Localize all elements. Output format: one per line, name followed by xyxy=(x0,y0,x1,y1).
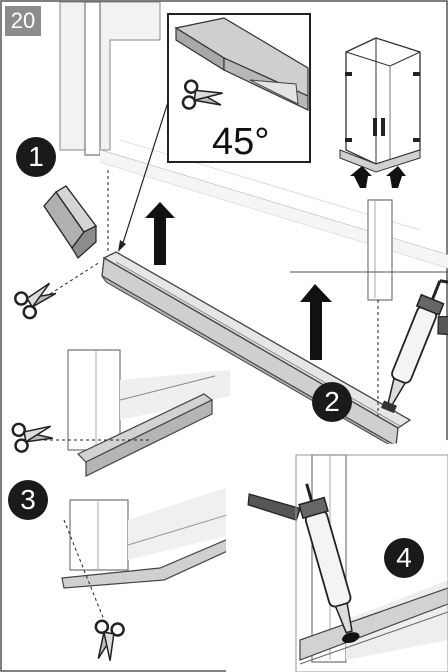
step-3-badge: 3 xyxy=(8,480,48,520)
up-arrow-icon xyxy=(300,284,332,360)
detail-box-45 xyxy=(167,13,311,163)
page-number: 20 xyxy=(5,6,41,36)
step-1-badge: 1 xyxy=(16,137,56,177)
step-3-scene xyxy=(10,349,257,664)
silicone-gun-icon xyxy=(381,279,448,414)
scissors-icon xyxy=(89,618,126,664)
scissors-icon xyxy=(11,275,62,322)
up-arrow-icon xyxy=(145,202,175,265)
small-seal-piece xyxy=(43,185,97,259)
scissors-icon xyxy=(10,417,56,454)
step-4-badge: 4 xyxy=(384,538,424,578)
step-4-scene xyxy=(226,440,448,672)
angle-label: 45° xyxy=(212,121,270,163)
main-scene xyxy=(11,1,448,453)
silicone-gun-icon xyxy=(247,483,360,644)
shower-enclosure-icon xyxy=(339,37,421,188)
step-2-badge: 2 xyxy=(312,382,352,422)
